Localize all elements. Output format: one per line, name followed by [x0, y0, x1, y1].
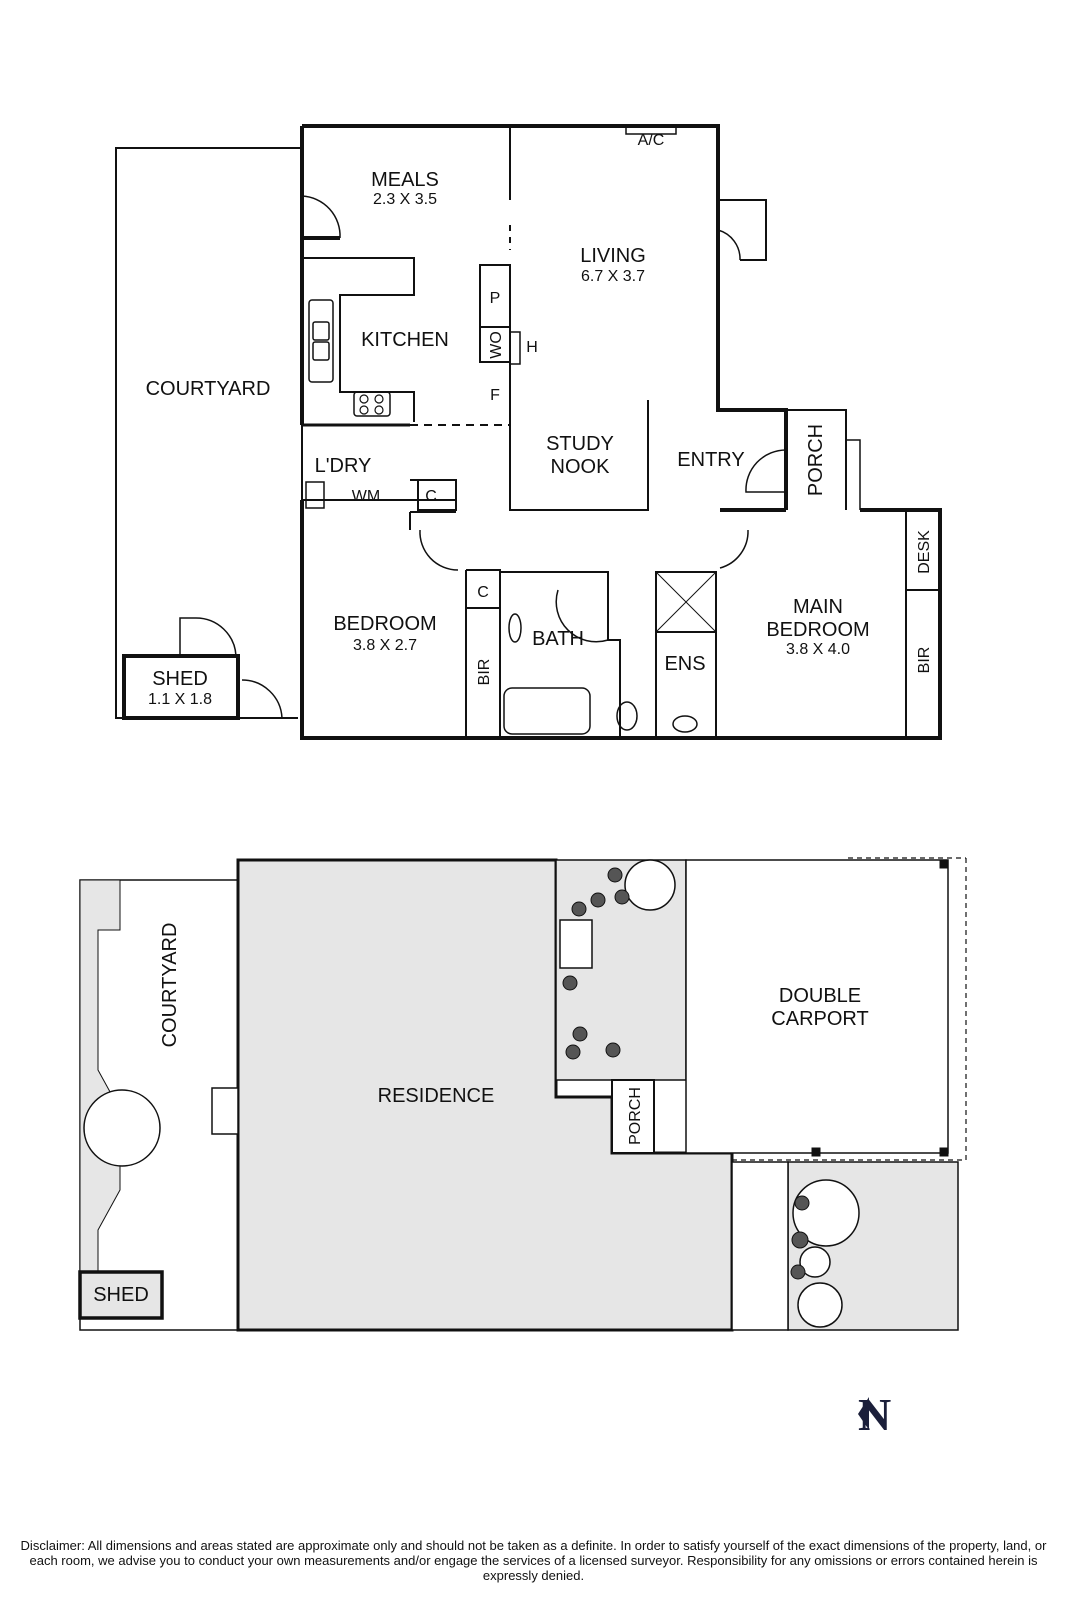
- room-living: LIVING: [580, 245, 646, 267]
- room-entry: ENTRY: [677, 449, 744, 471]
- fixture-cupboard-hall: C: [477, 584, 489, 601]
- north-label: N: [858, 1389, 892, 1440]
- fixture-cupboard-laundry: C: [425, 488, 437, 505]
- room-laundry: L'DRY: [315, 455, 372, 477]
- room-main-bedroom-dims: 3.8 X 4.0: [786, 641, 850, 658]
- fixture-wm: WM: [352, 488, 380, 505]
- fixture-bir-bedroom: BIR: [476, 659, 493, 686]
- fixture-ac: A/C: [638, 132, 665, 149]
- room-bedroom-dims: 3.8 X 2.7: [353, 637, 417, 654]
- site-carport-2: CARPORT: [771, 1008, 868, 1030]
- room-main-bedroom-2: BEDROOM: [766, 619, 869, 641]
- room-study-2: NOOK: [551, 456, 611, 478]
- fixture-hotplate: H: [526, 339, 538, 356]
- room-ens: ENS: [664, 653, 705, 675]
- site-residence: RESIDENCE: [378, 1085, 495, 1107]
- site-porch: PORCH: [627, 1087, 644, 1145]
- north-arrow-icon: [858, 1397, 869, 1430]
- room-kitchen: KITCHEN: [361, 329, 449, 351]
- room-main-bedroom-1: MAIN: [793, 596, 843, 618]
- room-bedroom: BEDROOM: [333, 613, 436, 635]
- fixture-pantry: P: [490, 290, 501, 307]
- fixture-fridge: F: [490, 387, 500, 404]
- disclaimer: Disclaimer: All dimensions and areas sta…: [20, 1538, 1047, 1583]
- room-study-1: STUDY: [546, 433, 614, 455]
- fixture-desk: DESK: [916, 530, 933, 574]
- site-carport-1: DOUBLE: [779, 985, 861, 1007]
- room-shed: SHED: [152, 668, 208, 690]
- fixture-bir-main: BIR: [916, 647, 933, 674]
- site-shed: SHED: [93, 1284, 149, 1306]
- site-plan-labels: COURTYARD RESIDENCE PORCH DOUBLE CARPORT…: [93, 923, 869, 1306]
- fixture-wall-oven: WO: [488, 331, 505, 359]
- room-meals-dims: 2.3 X 3.5: [373, 191, 437, 208]
- site-plan: [78, 857, 967, 1332]
- floor-plan-labels: MEALS 2.3 X 3.5 LIVING 6.7 X 3.7 KITCHEN…: [146, 132, 933, 708]
- site-courtyard: COURTYARD: [159, 923, 181, 1048]
- room-courtyard: COURTYARD: [146, 378, 271, 400]
- room-meals: MEALS: [371, 169, 439, 191]
- room-shed-dims: 1.1 X 1.8: [148, 691, 212, 708]
- floor-plan: [115, 124, 942, 740]
- room-living-dims: 6.7 X 3.7: [581, 268, 645, 285]
- room-porch: PORCH: [805, 424, 827, 496]
- room-bath: BATH: [532, 628, 584, 650]
